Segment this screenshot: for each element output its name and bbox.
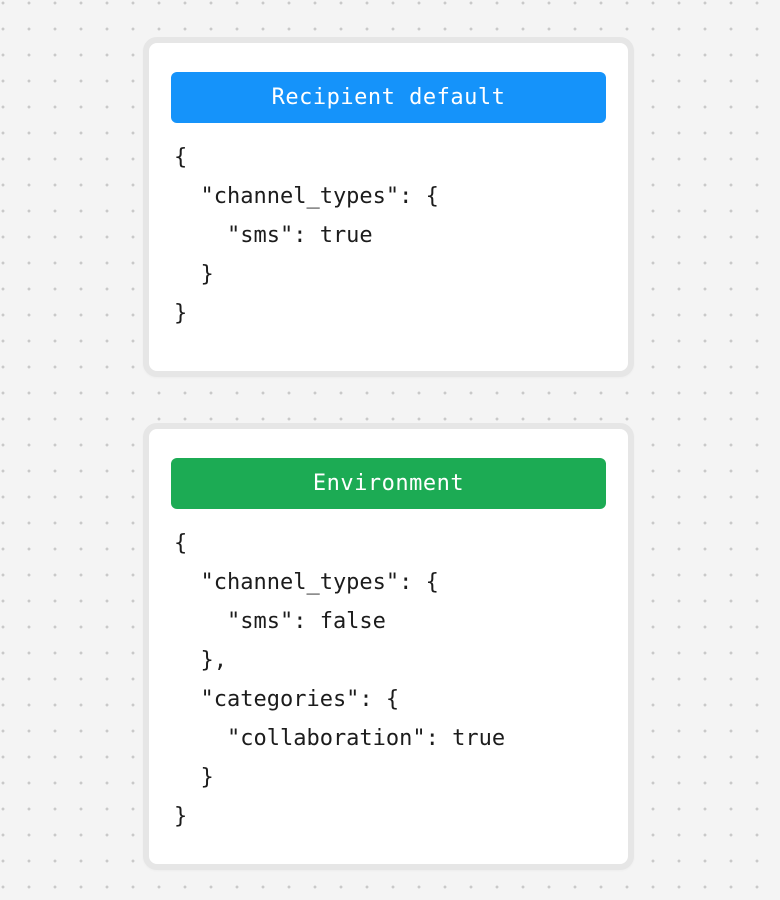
card-title-environment: Environment — [312, 470, 465, 496]
card-header-environment: Environment — [171, 458, 606, 509]
card-recipient-default[interactable]: Recipient default { "channel_types": { "… — [143, 37, 634, 377]
json-body-recipient-default: { "channel_types": { "sms": true } } — [174, 145, 439, 326]
card-environment[interactable]: Environment { "channel_types": { "sms": … — [143, 423, 634, 870]
card-header-recipient-default: Recipient default — [171, 72, 606, 123]
card-title-recipient-default: Recipient default — [271, 84, 506, 110]
json-body-environment: { "channel_types": { "sms": false }, "ca… — [174, 531, 506, 829]
